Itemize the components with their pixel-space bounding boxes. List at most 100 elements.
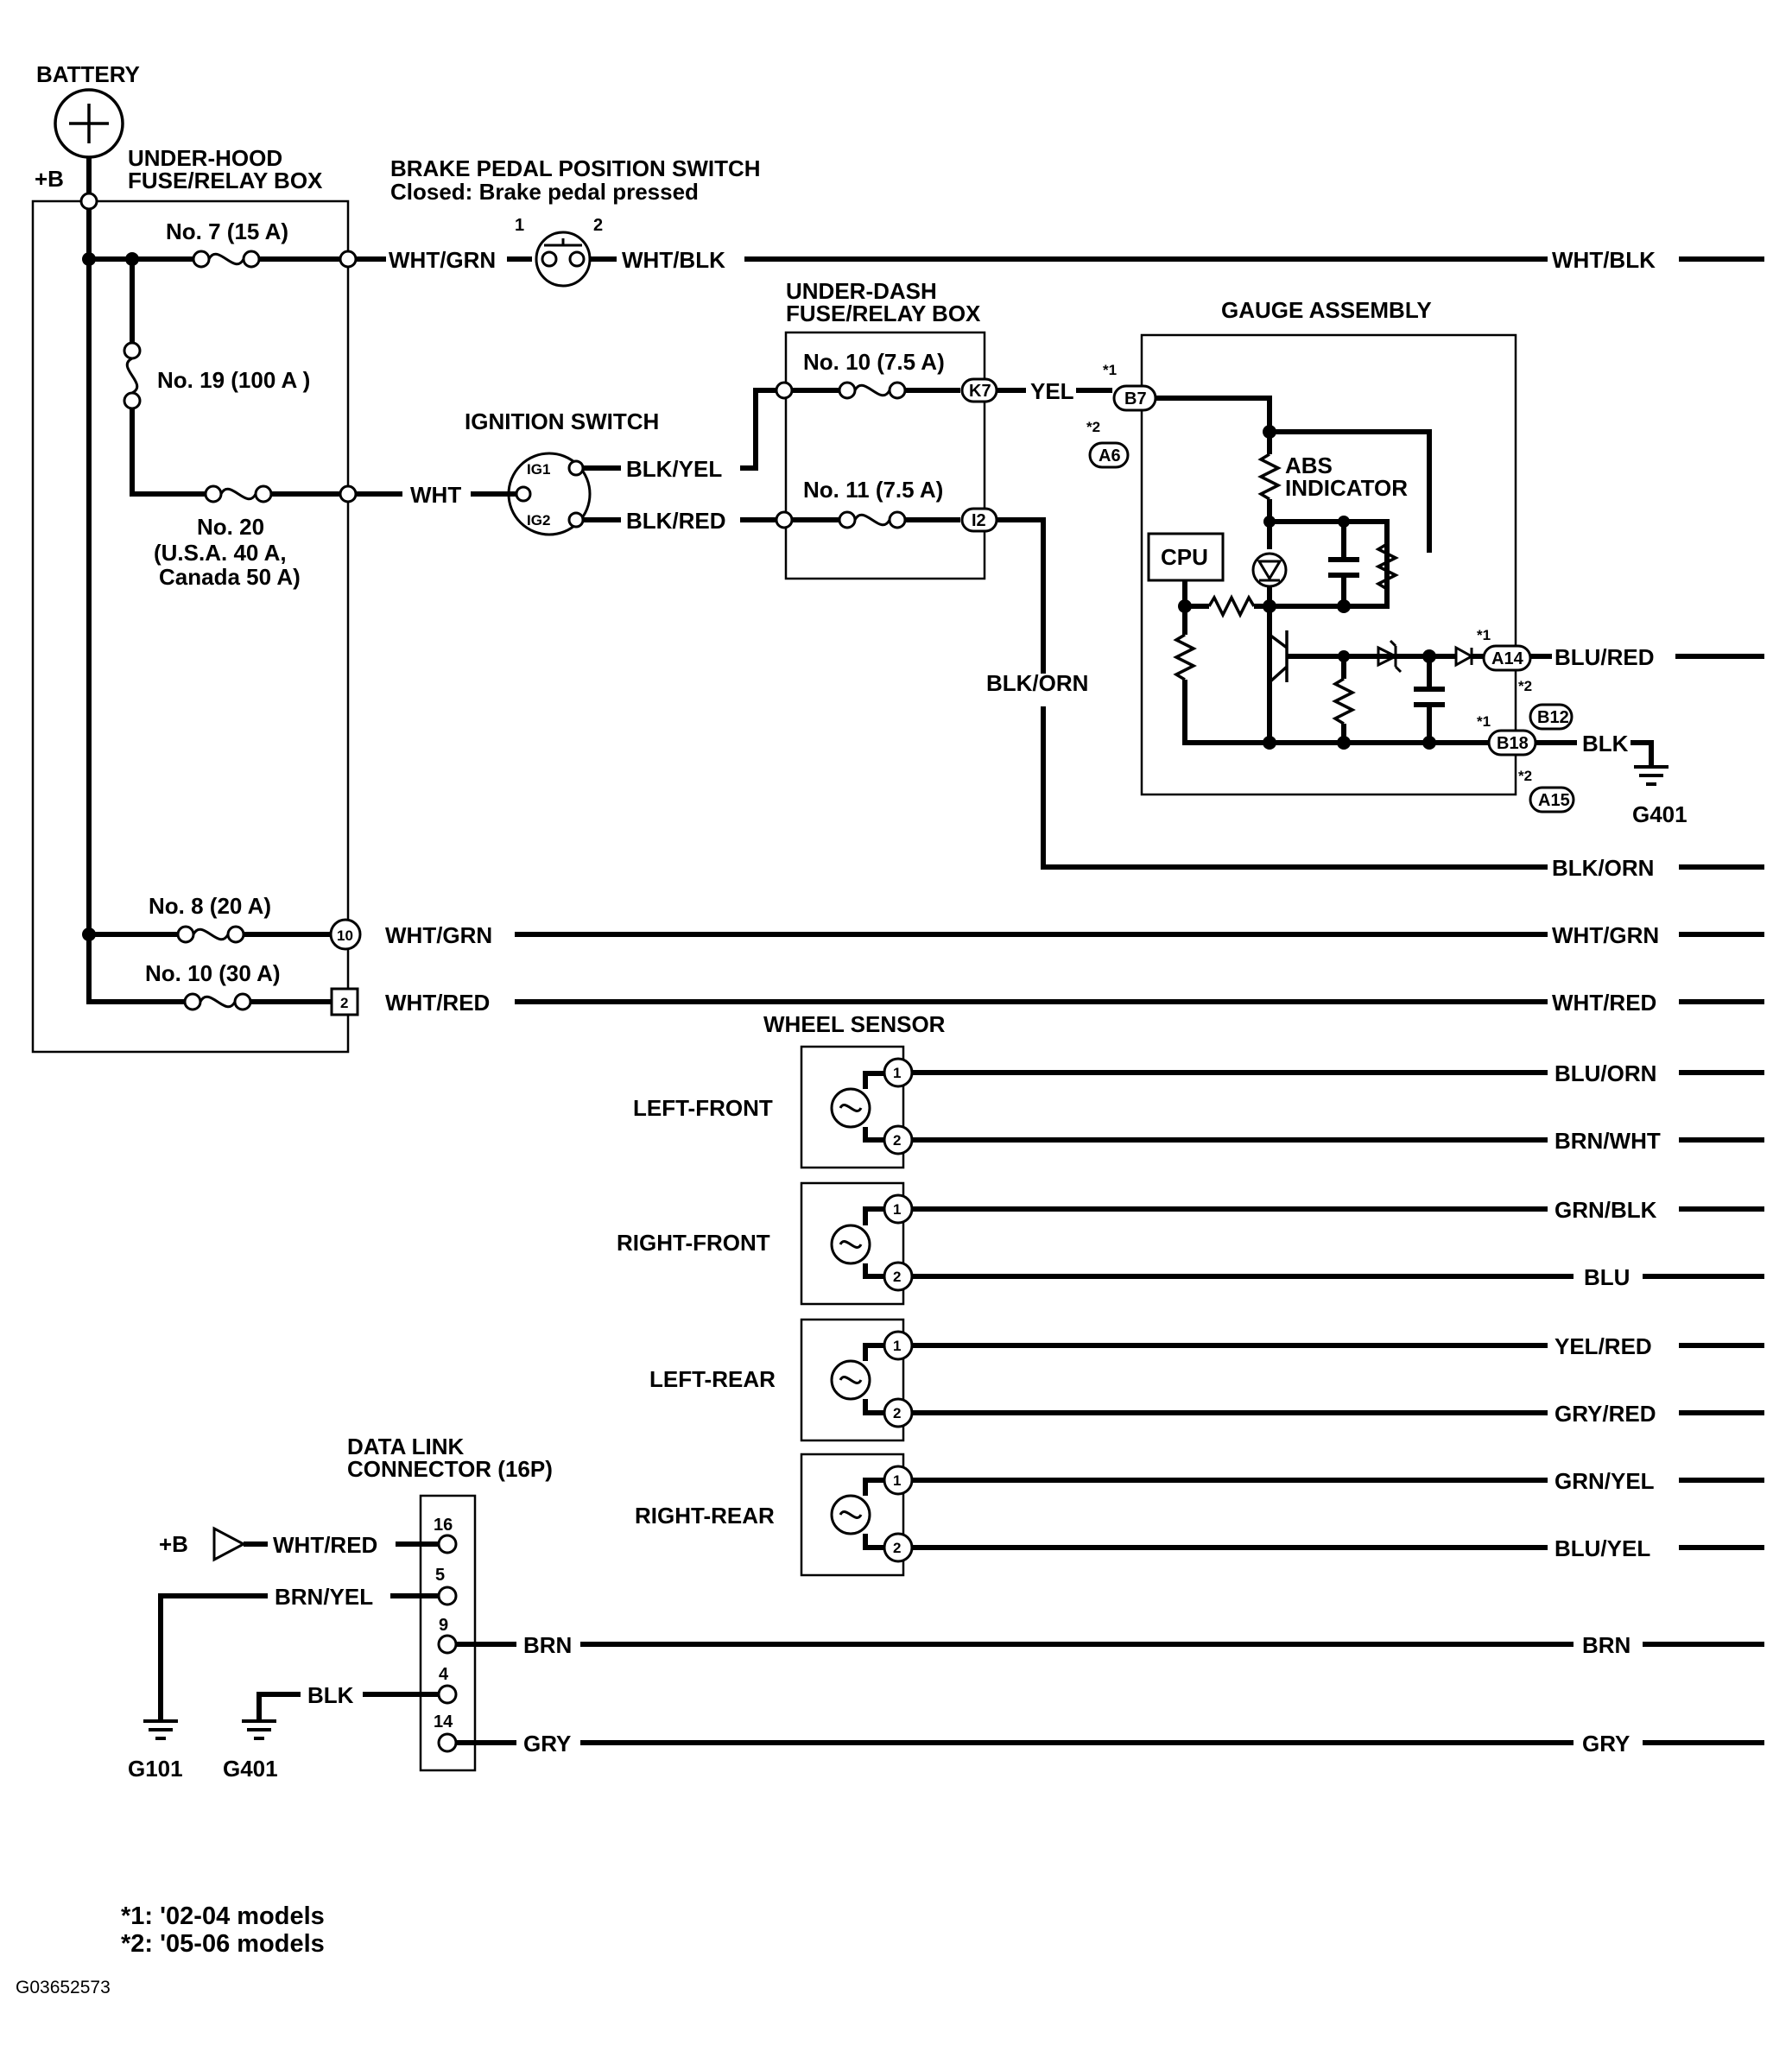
cpu-pulldown-resistor <box>1173 633 1197 681</box>
g401-dlc-label: G401 <box>223 1756 278 1782</box>
pin-1-label: 1 <box>893 1201 901 1218</box>
brake-switch: BRAKE PEDAL POSITION SWITCH Closed: Brak… <box>356 155 1764 288</box>
sensor-box <box>800 1181 905 1306</box>
underdash-title-2: FUSE/RELAY BOX <box>786 301 981 326</box>
wire-blu-orn-label: BLU/ORN <box>1555 1060 1656 1086</box>
wheel-sensors: WHEEL SENSOR LEFT-FRONT 1 2 BLU/ORN BRN/… <box>617 1011 1764 1577</box>
right-front-label: RIGHT-FRONT <box>617 1230 770 1256</box>
fuse11-ud-label: No. 11 (7.5 A) <box>803 477 943 503</box>
wire-grn-blk-label: GRN/BLK <box>1555 1197 1657 1223</box>
connector-b12-label: B12 <box>1537 708 1569 727</box>
pin-1-label: 1 <box>893 1472 901 1489</box>
connector-i2-label: I2 <box>972 511 986 530</box>
pin-2-label: 2 <box>893 1540 901 1556</box>
pin-2-label: 2 <box>893 1405 901 1421</box>
terminal-2 <box>330 987 359 1016</box>
g101-label: G101 <box>128 1756 183 1782</box>
fuse10-30a-symbol <box>183 992 252 1011</box>
connector-b18-label: B18 <box>1497 734 1529 753</box>
dlc-pin-9 <box>437 1634 458 1655</box>
fuse20-label-1: No. 20 <box>197 514 264 540</box>
dlc-title-1: DATA LINK <box>347 1434 464 1459</box>
left-rear-label: LEFT-REAR <box>649 1366 776 1392</box>
abs-label-2: INDICATOR <box>1285 475 1408 501</box>
pin-4-label: 4 <box>439 1665 449 1684</box>
capacitor-symbol <box>1328 557 1359 578</box>
b18-star: *1 <box>1477 713 1491 730</box>
fuse7-symbol <box>192 250 261 269</box>
battery-label: BATTERY <box>36 61 140 87</box>
dlc-pin-4 <box>437 1684 458 1705</box>
ignition-ig2-contact <box>567 511 585 529</box>
wire-brn-right: BRN <box>1582 1632 1631 1658</box>
wire-blk-yel-label: BLK/YEL <box>626 456 722 482</box>
connector-a6-label: A6 <box>1099 446 1121 465</box>
dlc-blk: BLK <box>307 1682 354 1708</box>
abs-label-1: ABS <box>1285 453 1333 478</box>
wheel-sensor-title: WHEEL SENSOR <box>763 1011 946 1037</box>
fuse11-ud-symbol <box>838 510 907 529</box>
abs-led-icon <box>1257 560 1282 582</box>
fuse19-wire-out <box>130 408 206 497</box>
sensor-coil-icon <box>830 1494 871 1535</box>
a15-star: *2 <box>1518 768 1532 784</box>
wire-blu-label: BLU <box>1584 1264 1630 1290</box>
fuse7-label: No. 7 (15 A) <box>166 218 288 244</box>
wire-wht-blk-label: WHT/BLK <box>622 247 725 273</box>
connector-a15 <box>1529 786 1575 813</box>
fuse10-ud-symbol <box>838 381 907 400</box>
ignition-title: IGNITION SWITCH <box>465 408 659 434</box>
pin-1-label: 1 <box>893 1338 901 1354</box>
fuse8-label: No. 8 (20 A) <box>149 893 271 919</box>
parallel-resistor <box>1375 542 1399 591</box>
output-capacitor <box>1414 687 1445 707</box>
ignition-switch-symbol <box>507 452 592 536</box>
dlc-pin-14 <box>437 1732 458 1753</box>
connector-a15-label: A15 <box>1538 791 1570 810</box>
blk-yel-run <box>740 388 776 471</box>
wire-wht-blk-right: WHT/BLK <box>1552 247 1656 273</box>
junction-dot <box>1337 736 1351 750</box>
blk-orn-run <box>1041 706 1548 870</box>
fuse20-terminal <box>339 484 358 503</box>
wire-grn-yel-label: GRN/YEL <box>1555 1468 1655 1494</box>
gauge-feed <box>1156 396 1272 454</box>
wire-blk-orn-label: BLK/ORN <box>986 670 1088 696</box>
sensor-box <box>800 1318 905 1442</box>
dlc-pin-5 <box>437 1586 458 1606</box>
i2-wire-out <box>997 517 1046 674</box>
fuse20-label-3: Canada 50 A) <box>159 564 301 590</box>
fuse10-ud-in-terminal <box>775 381 794 400</box>
sensor-coil-icon <box>830 1087 871 1129</box>
gauge-top-bus <box>1270 429 1432 553</box>
pin-5-label: 5 <box>435 1566 445 1585</box>
wire-wht-grn-label: WHT/GRN <box>389 247 496 273</box>
power-feeds: WHT/GRN WHT/GRN WHT/RED WHT/RED <box>385 922 1764 1016</box>
underdash-box-outline <box>784 331 986 580</box>
underdash-fuse-box: UNDER-DASH FUSE/RELAY BOX No. 10 (7.5 A)… <box>775 278 1764 881</box>
brake-pin-1: 1 <box>515 216 524 235</box>
sensor-coil-icon <box>830 1224 871 1265</box>
wire-brn-wht-label: BRN/WHT <box>1555 1128 1661 1154</box>
wire-wht-grn-2: WHT/GRN <box>385 922 492 948</box>
output-diode <box>1454 645 1475 668</box>
wire-wht-label: WHT <box>410 482 461 508</box>
dlc-brn: BRN <box>523 1632 572 1658</box>
terminal-10 <box>329 918 362 951</box>
pin-2-label: 2 <box>893 1269 901 1285</box>
right-rear-label: RIGHT-REAR <box>635 1503 775 1529</box>
g401-label: G401 <box>1632 801 1688 827</box>
wire-blk-label: BLK <box>1582 731 1629 756</box>
left-front-label: LEFT-FRONT <box>633 1095 773 1121</box>
cap-network <box>1270 519 1390 609</box>
footnote-1: *1: '02-04 models <box>121 1902 325 1930</box>
junction-dot <box>1263 736 1276 750</box>
dlc-plus-b: +B <box>159 1531 188 1557</box>
dlc-brn-yel: BRN/YEL <box>275 1584 373 1610</box>
ground-bus <box>1182 680 1489 745</box>
wire-blu-red-label: BLU/RED <box>1555 644 1655 670</box>
sensor-right-rear: RIGHT-REAR 1 2 GRN/YEL BLU/YEL <box>635 1453 1764 1577</box>
sensor-wave-icon <box>839 1376 863 1384</box>
wire-wht-red-1: WHT/RED <box>385 990 490 1016</box>
